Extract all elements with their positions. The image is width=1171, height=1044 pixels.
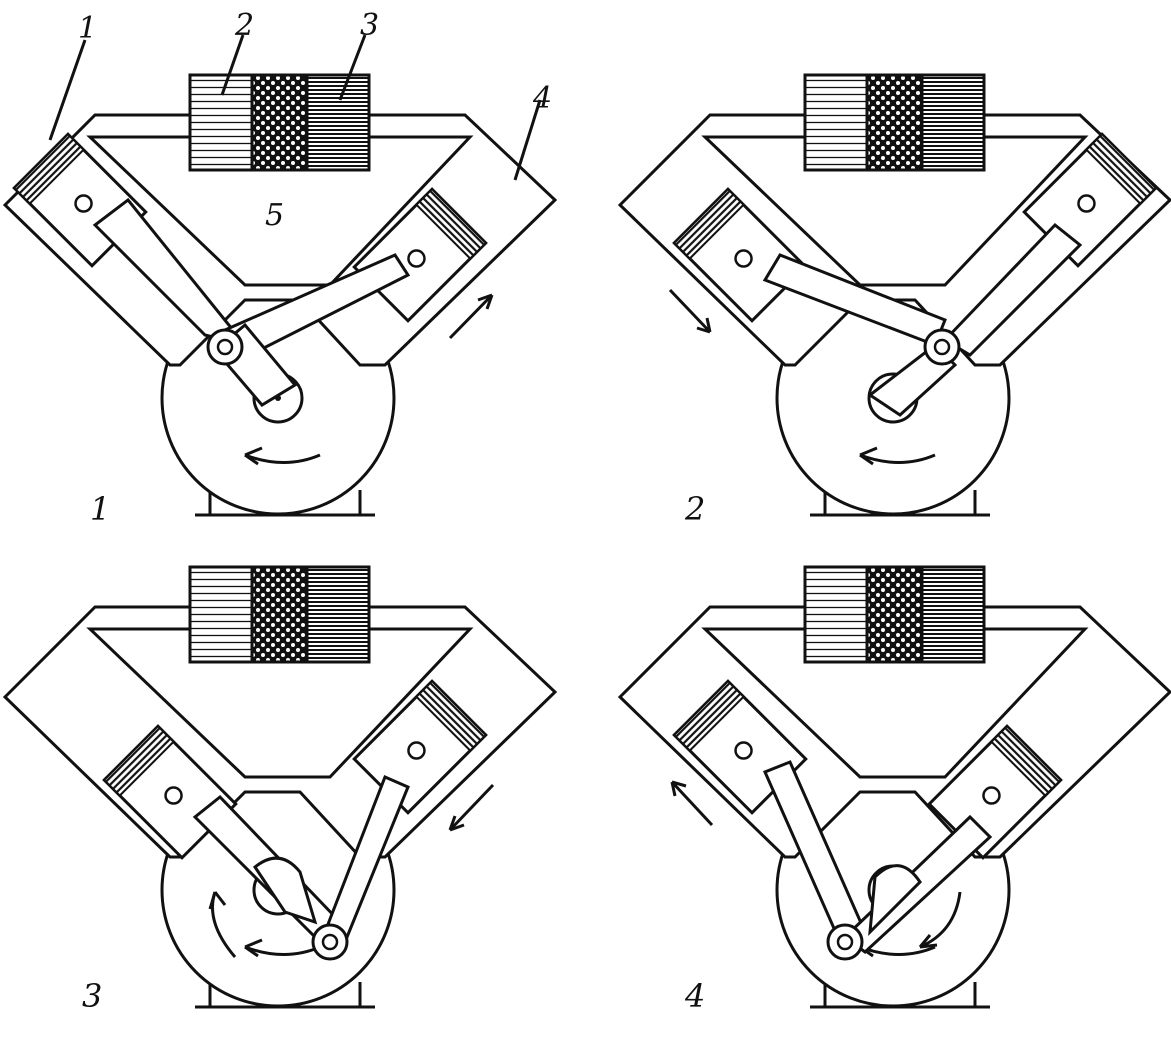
panel-label-4: 4 bbox=[684, 977, 705, 1015]
panel-2: 2 bbox=[618, 73, 1171, 528]
part-label-2: 2 bbox=[234, 8, 254, 43]
panel-label-3: 3 bbox=[82, 977, 102, 1015]
panel-label-2: 2 bbox=[684, 490, 705, 528]
part-label-1: 1 bbox=[78, 11, 97, 46]
panel-4: 4 bbox=[618, 565, 1171, 1015]
part-label-4: 4 bbox=[532, 81, 552, 116]
part-label-5: 5 bbox=[265, 198, 284, 233]
part-label-3: 3 bbox=[360, 8, 379, 43]
panel-label-1: 1 bbox=[90, 490, 110, 528]
panel-3: 3 bbox=[3, 565, 557, 1015]
panel-1: 1 2 3 4 5 1 bbox=[3, 8, 557, 528]
